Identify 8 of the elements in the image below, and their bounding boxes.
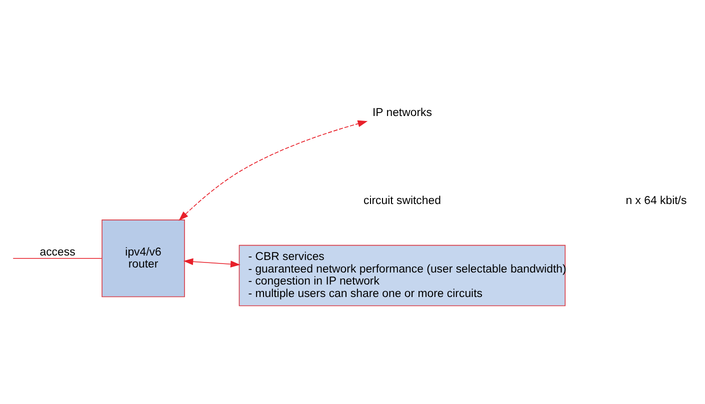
arrow (178, 120, 368, 221)
arrow (183, 258, 240, 268)
label: n x 64 kbit/s (626, 195, 687, 208)
connector (12, 258, 102, 259)
label: circuit switched (363, 195, 441, 208)
node-box: ipv4/v6 router (102, 220, 185, 298)
edge-label: access (40, 246, 76, 258)
node-text: IP networks (372, 106, 432, 119)
